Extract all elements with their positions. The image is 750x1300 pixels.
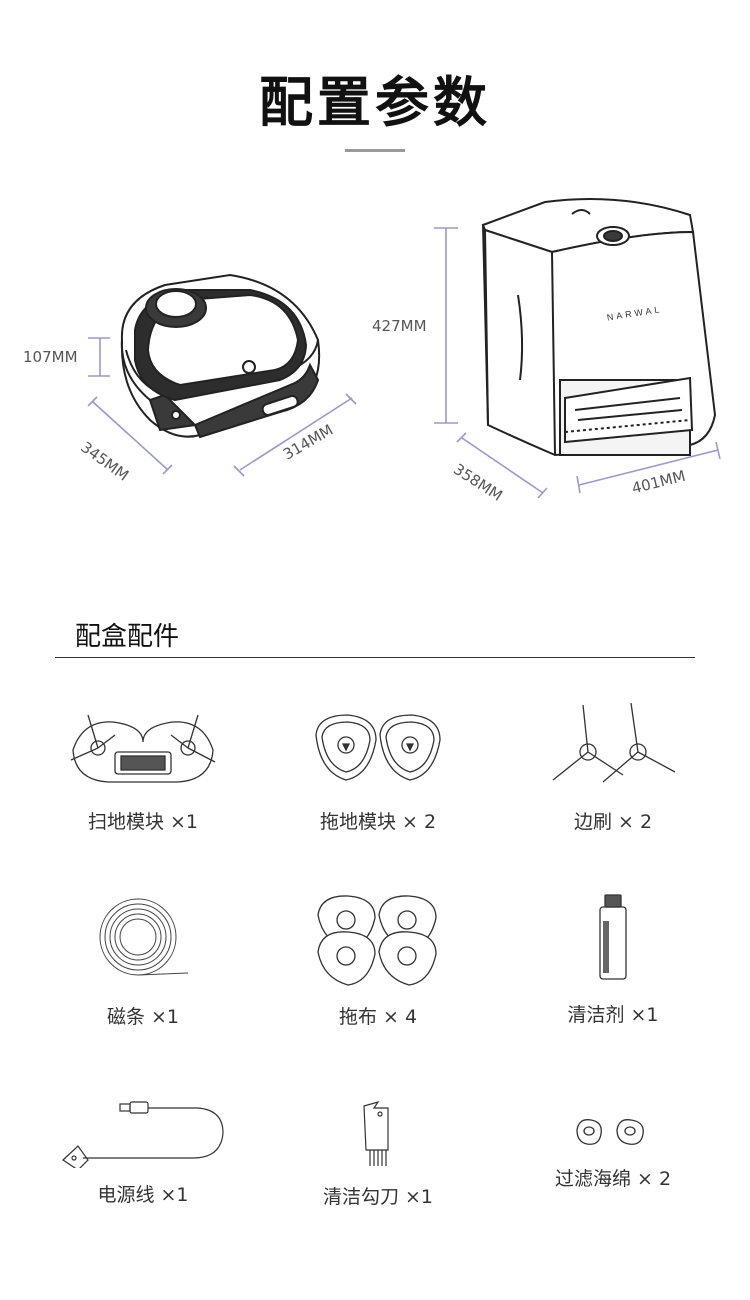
accessories-title: 配盒配件 (75, 622, 180, 652)
accessory-label: 电源线 ×1 (97, 1184, 189, 1206)
base-station-illustration (481, 197, 717, 457)
cleaning-tool-icon (363, 1100, 389, 1166)
accessory-label: 磁条 ×1 (106, 1006, 180, 1028)
accessory-label: 扫地模块 ×1 (87, 811, 199, 833)
detergent-bottle-icon (599, 894, 627, 980)
accessory-label: 清洁剂 ×1 (567, 1004, 659, 1026)
mop-module-icon (315, 714, 441, 781)
accessory-item: 清洁勾刀 ×1 (253, 1100, 503, 1209)
robot-height-label: 107MM (23, 348, 78, 366)
accessory-item: 拖布 × 4 (253, 890, 503, 1029)
mop-cloth-icon (317, 895, 437, 986)
accessory-item: 电源线 ×1 (18, 1098, 268, 1207)
magnetic-strip-icon (99, 898, 189, 976)
accessory-label: 清洁勾刀 ×1 (322, 1186, 434, 1208)
station-height-label: 427MM (372, 317, 427, 335)
title-divider (345, 149, 405, 152)
product-dimension-illustration: NARWAL (87, 197, 721, 499)
robot-dimension-lines (87, 337, 357, 477)
station-dimension-lines (434, 227, 721, 499)
accessories-divider (55, 657, 695, 658)
dimensions-section: NARWAL 107MM 345MM 314MM 427MM 358MM 401… (0, 180, 750, 540)
page-title: 配置参数 (259, 71, 491, 134)
accessory-item: 磁条 ×1 (18, 895, 268, 1029)
accessory-item: 过滤海绵 × 2 (488, 1112, 738, 1191)
power-cord-icon (62, 1101, 224, 1168)
accessory-item: 拖地模块 × 2 (253, 700, 503, 834)
accessory-item: 清洁剂 ×1 (488, 893, 738, 1027)
filter-sponge-icon (576, 1119, 644, 1145)
side-brush-icon (552, 702, 676, 783)
accessory-label: 拖布 × 4 (338, 1006, 418, 1028)
robot-vacuum-illustration (120, 273, 321, 439)
accessory-label: 过滤海绵 × 2 (554, 1168, 672, 1190)
sweep-module-icon (70, 714, 216, 783)
accessory-item: 扫地模块 ×1 (18, 700, 268, 834)
accessory-label: 边刷 × 2 (573, 811, 653, 833)
accessory-label: 拖地模块 × 2 (319, 811, 437, 833)
accessory-item: 边刷 × 2 (488, 700, 738, 834)
